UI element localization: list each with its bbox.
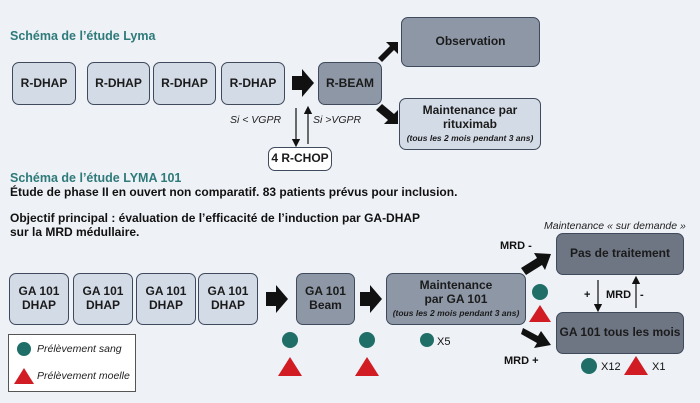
rdhap-box-4: R-DHAP — [221, 62, 285, 105]
marrow-sample-triangle-maintenance — [355, 357, 379, 376]
ga101-tous-les-mois-box: GA 101 tous les mois — [556, 312, 684, 354]
phase-ii-line: Étude de phase II en ouvert non comparat… — [10, 185, 458, 199]
minus-label: - — [640, 289, 644, 301]
blood-sample-circle-x12 — [581, 358, 597, 374]
objective-line-2: sur la MRD médullaire. — [10, 225, 140, 239]
pas-de-traitement-box: Pas de traitement — [556, 233, 684, 275]
on-demand-label: Maintenance « sur demande » — [544, 220, 686, 232]
blood-sample-circle-x5 — [420, 333, 434, 347]
arrow-to-rbeam — [292, 69, 314, 97]
mrd-label: MRD — [606, 289, 632, 301]
arrow-to-maintenance — [376, 104, 398, 124]
objective-line-1: Objectif principal : évaluation de l’eff… — [10, 211, 421, 225]
rdhap-box-2: R-DHAP — [87, 62, 150, 105]
observation-box: Observation — [401, 17, 540, 67]
marrow-sample-triangle-x1 — [624, 356, 648, 375]
marrow-sample-triangle-beam — [278, 357, 302, 376]
x12-label: X12 — [601, 361, 621, 373]
maintenance-ga101-box: Maintenance par GA 101 (tous les 2 mois … — [386, 273, 526, 325]
lyma-title: Schéma de l’étude Lyma — [10, 29, 156, 43]
rdhap-box-1: R-DHAP — [12, 62, 76, 105]
plus-label: + — [584, 289, 591, 301]
x1-label: X1 — [652, 361, 666, 373]
blood-sample-circle-maintenance — [359, 332, 375, 348]
si-lt-vgpr-label: Si < VGPR — [230, 114, 282, 126]
si-gt-vgpr-label: Si >VGPR — [313, 114, 362, 126]
arrow-to-observation — [378, 42, 398, 62]
legend-marrow-icon — [14, 368, 34, 384]
legend-moelle-label: Prélèvement moelle — [37, 370, 130, 382]
arrow-to-maintenance-ga101 — [360, 285, 382, 313]
rbeam-box: R-BEAM — [318, 62, 382, 105]
legend-sang-label: Prélèvement sang — [37, 343, 122, 355]
arrow-to-ga101-beam — [266, 285, 288, 313]
arrow-to-pas-de-traitement — [521, 253, 551, 275]
rdhap-box-3: R-DHAP — [153, 62, 216, 105]
maintenance-rituximab-box: Maintenance par rituximab (tous les 2 mo… — [399, 98, 541, 150]
mrd-plus-label: MRD + — [504, 355, 539, 367]
legend-blood-icon — [17, 342, 31, 356]
mrd-minus-label: MRD - — [500, 240, 532, 252]
rchop-box: 4 R-CHOP — [268, 147, 332, 171]
x5-label: X5 — [437, 336, 451, 348]
blood-sample-circle-beam — [282, 332, 298, 348]
marrow-sample-triangle-mrd — [529, 305, 551, 322]
arrow-to-tous-les-mois — [521, 328, 551, 348]
lyma101-title: Schéma de l’étude LYMA 101 — [10, 171, 182, 185]
blood-sample-circle-mrd — [532, 284, 548, 300]
